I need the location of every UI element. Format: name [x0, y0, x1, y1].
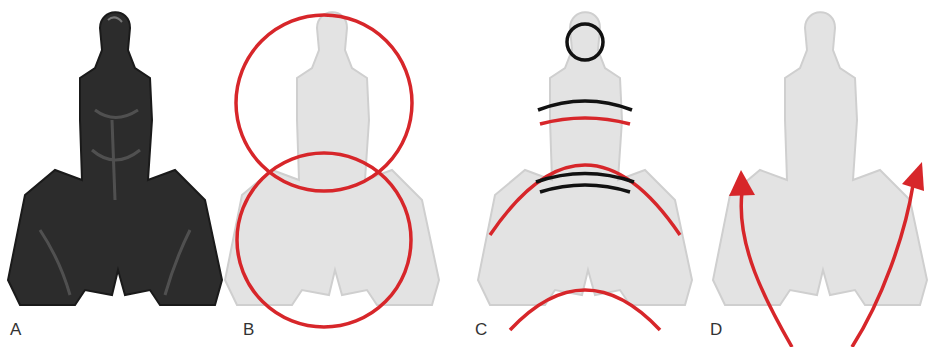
- base-arc: [510, 290, 660, 330]
- panel-letter: B: [243, 321, 254, 338]
- arrowhead: [902, 162, 924, 191]
- rotation-arrow: [852, 185, 913, 347]
- lap-arc: [490, 165, 680, 235]
- shoulder-arc-red: [540, 118, 630, 124]
- upper-circle: [236, 15, 412, 191]
- panel-letter: D: [710, 321, 722, 338]
- arrowhead: [729, 170, 755, 196]
- shoulder-arc: [538, 101, 632, 110]
- rotation-arrow: [741, 192, 792, 347]
- panel-letter: A: [10, 321, 21, 338]
- waist-arc: [536, 174, 634, 183]
- sculpture-faded: [713, 12, 927, 305]
- sculpture-bronze: [8, 12, 222, 305]
- sculpture-faded: [478, 12, 692, 305]
- waist-arc: [540, 185, 630, 192]
- head-circle: [567, 24, 603, 60]
- panel-letter: C: [475, 321, 487, 338]
- lower-circle: [237, 153, 411, 327]
